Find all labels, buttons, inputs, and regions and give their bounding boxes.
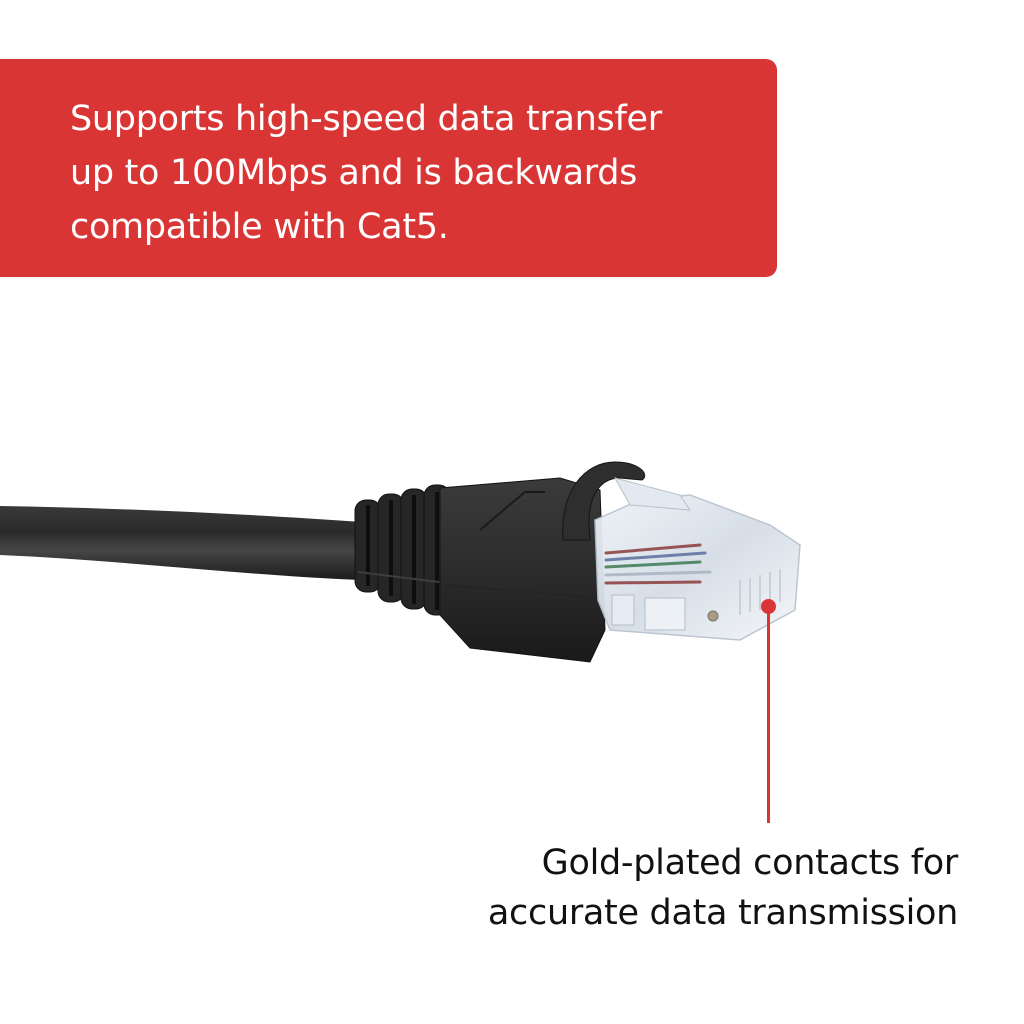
banner-line-2: up to 100Mbps and is backwards bbox=[70, 153, 638, 193]
callout-caption: Gold-plated contacts for accurate data t… bbox=[488, 838, 958, 938]
callout-line bbox=[767, 607, 770, 823]
caption-line-1: Gold-plated contacts for bbox=[541, 843, 959, 883]
caption-line-2: accurate data transmission bbox=[487, 893, 958, 933]
feature-banner-text: Supports high-speed data transfer up to … bbox=[70, 92, 770, 254]
banner-line-3: compatible with Cat5. bbox=[70, 207, 449, 247]
callout-dot bbox=[761, 599, 776, 614]
banner-line-1: Supports high-speed data transfer bbox=[70, 99, 662, 139]
ethernet-cable-icon bbox=[0, 461, 801, 663]
feature-banner bbox=[0, 59, 777, 277]
